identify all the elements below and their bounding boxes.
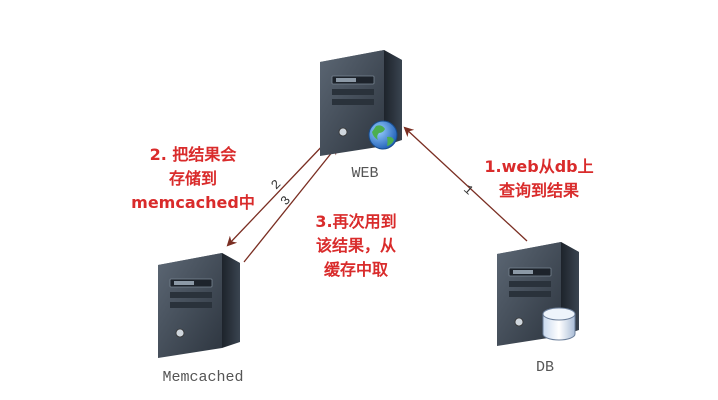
db-label: DB xyxy=(535,359,554,376)
arrow-mark-store: 2 xyxy=(268,177,284,193)
database-icon xyxy=(542,307,576,341)
globe-icon xyxy=(368,120,398,150)
annotation-reuse-line-2: 该结果，从 xyxy=(315,236,396,255)
annotation-reuse: 3.再次用到 该结果，从 缓存中取 xyxy=(296,210,416,282)
annotation-reuse-line-3: 缓存中取 xyxy=(323,260,388,279)
memcached-server-icon xyxy=(158,253,240,358)
web-server-icon xyxy=(320,50,402,156)
arrow-query xyxy=(403,126,528,242)
annotation-query-line-2: 查询到结果 xyxy=(498,181,579,200)
arrow-store xyxy=(226,140,328,247)
web-label: WEB xyxy=(351,165,379,182)
memcached-label: Memcached xyxy=(162,369,244,386)
annotation-query-line-1: 1.web从db上 xyxy=(484,157,594,176)
annotation-store-line-1: 2. 把结果会 xyxy=(149,145,237,164)
annotation-reuse-line-1: 3.再次用到 xyxy=(315,212,397,231)
annotation-store-line-3: memcached中 xyxy=(131,193,255,212)
annotation-store-line-2: 存储到 xyxy=(168,169,217,188)
db-server-icon xyxy=(497,242,579,346)
annotation-store: 2. 把结果会 存储到 memcached中 xyxy=(128,143,258,215)
annotation-query: 1.web从db上 查询到结果 xyxy=(474,155,604,203)
arrow-reuse xyxy=(243,144,339,263)
arrow-mark-reuse: 3 xyxy=(277,193,294,209)
